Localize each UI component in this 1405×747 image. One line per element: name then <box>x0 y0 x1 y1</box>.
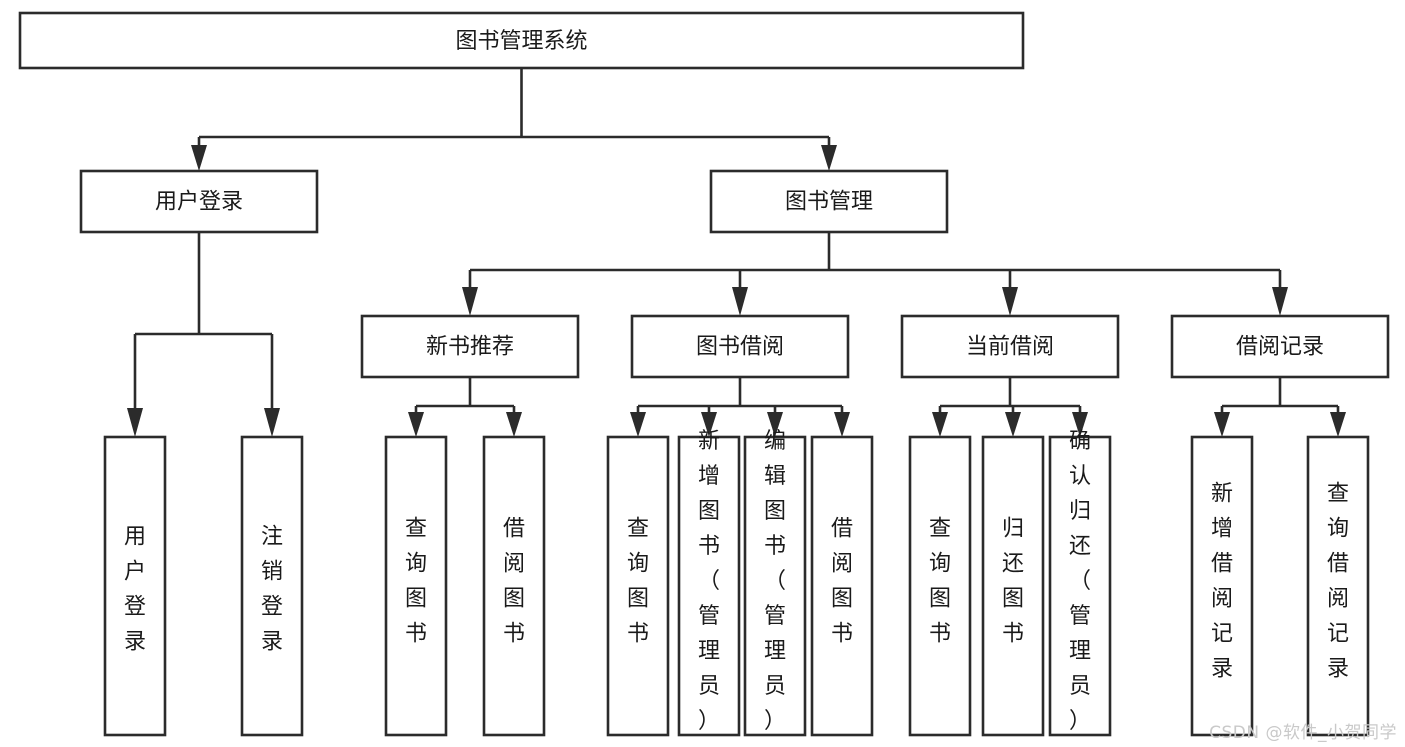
node-user-login-label: 用户登录 <box>155 190 243 215</box>
leaf-add-book-box[interactable] <box>677 435 741 737</box>
node-root[interactable]: 图书管理系统 <box>18 11 1025 70</box>
leaf-add-record-box[interactable] <box>1190 435 1254 737</box>
node-borrow-record-box[interactable] <box>1170 314 1390 379</box>
node-root-box[interactable] <box>18 11 1025 70</box>
node-root-label: 图书管理系统 <box>455 29 587 54</box>
node-book-borrow-label: 图书借阅 <box>696 335 784 360</box>
leaf-add-book-label: 新增图书（管理员） <box>698 429 720 734</box>
leaf-confirm-return-label: 确认归还（管理员） <box>1069 429 1091 734</box>
node-current-borrow[interactable]: 当前借阅 <box>900 314 1120 379</box>
node-new-book-recommend-label: 新书推荐 <box>426 335 514 360</box>
leaf-borrow-book-a-label: 借阅图书 <box>503 516 525 646</box>
arrow-head-leaf-query-book-a <box>408 412 424 437</box>
leaf-labels-layer: 用户登录 注销登录 查询图书 借阅图书 查询图书 新增图书（管理员） 编辑图书（… <box>124 429 1349 734</box>
leaf-query-book-b-box[interactable] <box>606 435 670 737</box>
arrow-head-leaf-edit-book <box>767 412 783 437</box>
leaf-query-book-c-box[interactable] <box>908 435 972 737</box>
leaf-query-book-a-box[interactable] <box>384 435 448 737</box>
arrow-head-new-book-recommend <box>462 287 478 316</box>
leaf-edit-book-box[interactable] <box>743 435 807 737</box>
leaf-add-record-label: 新增借阅记录 <box>1211 481 1233 681</box>
node-book-manage[interactable]: 图书管理 <box>709 169 949 234</box>
node-borrow-record[interactable]: 借阅记录 <box>1170 314 1390 379</box>
arrow-head-current-borrow <box>1002 287 1018 316</box>
node-user-login[interactable]: 用户登录 <box>79 169 319 234</box>
leaf-borrow-book-a-box[interactable] <box>482 435 546 737</box>
arrow-head-book-manage <box>821 145 837 171</box>
arrow-head-leaf-confirm-return <box>1072 412 1088 437</box>
connector-layer <box>127 68 1346 437</box>
arrow-head-book-borrow <box>732 287 748 316</box>
leaf-logout-box[interactable] <box>240 435 304 737</box>
node-new-book-recommend[interactable]: 新书推荐 <box>360 314 580 379</box>
leaf-user-login-label: 用户登录 <box>124 524 146 654</box>
leaf-query-book-a-label: 查询图书 <box>405 516 427 646</box>
node-book-borrow[interactable]: 图书借阅 <box>630 314 850 379</box>
arrow-head-leaf-query-record <box>1330 412 1346 437</box>
node-book-manage-box[interactable] <box>709 169 949 234</box>
arrow-head-leaf-query-book-b <box>630 412 646 437</box>
arrow-head-leaf-add-book <box>701 412 717 437</box>
arrow-head-leaf-return-book <box>1005 412 1021 437</box>
csdn-watermark: CSDN @软件_小贺同学 <box>1209 723 1397 743</box>
arrow-head-leaf-query-book-c <box>932 412 948 437</box>
node-borrow-record-label: 借阅记录 <box>1236 335 1324 360</box>
arrow-head-leaf-user-login <box>127 408 143 437</box>
node-current-borrow-box[interactable] <box>900 314 1120 379</box>
leaf-user-login-box[interactable] <box>103 435 167 737</box>
arrow-head-leaf-borrow-book-a <box>506 412 522 437</box>
node-user-login-box[interactable] <box>79 169 319 234</box>
arrow-head-borrow-record <box>1272 287 1288 316</box>
node-book-manage-label: 图书管理 <box>785 190 873 215</box>
leaf-query-record-label: 查询借阅记录 <box>1327 481 1349 681</box>
leaf-return-book-box[interactable] <box>981 435 1045 737</box>
leaf-query-book-c-label: 查询图书 <box>929 516 951 646</box>
arrow-head-user-login <box>191 145 207 171</box>
leaf-edit-book-label: 编辑图书（管理员） <box>764 429 786 734</box>
node-new-book-recommend-box[interactable] <box>360 314 580 379</box>
leaf-query-book-b-label: 查询图书 <box>627 516 649 646</box>
leaf-query-record-box[interactable] <box>1306 435 1370 737</box>
leaf-return-book-label: 归还图书 <box>1002 516 1024 646</box>
leaf-borrow-book-b-box[interactable] <box>810 435 874 737</box>
node-current-borrow-label: 当前借阅 <box>966 335 1054 360</box>
leaf-confirm-return-box[interactable] <box>1048 435 1112 737</box>
arrow-head-leaf-add-record <box>1214 412 1230 437</box>
arrow-head-leaf-logout <box>264 408 280 437</box>
node-book-borrow-box[interactable] <box>630 314 850 379</box>
leaf-borrow-book-b-label: 借阅图书 <box>831 516 853 646</box>
leaf-nodes-layer <box>103 435 1370 737</box>
leaf-logout-label: 注销登录 <box>261 524 283 654</box>
arrow-head-leaf-borrow-book-b <box>834 412 850 437</box>
